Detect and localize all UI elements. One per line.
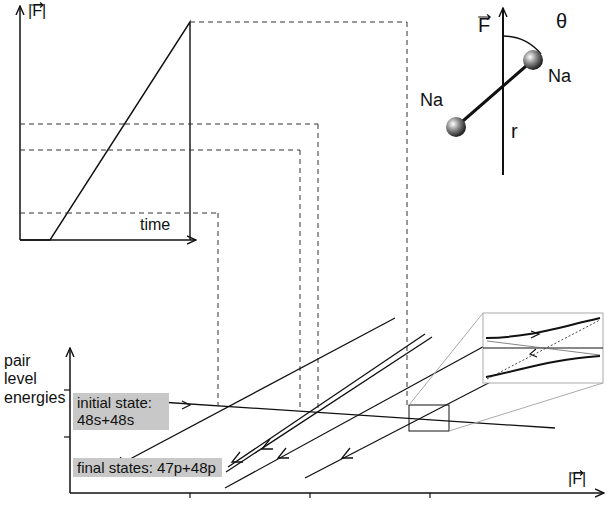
projection-lines [20,22,407,410]
angle-label: θ [556,10,567,33]
zoom-box [409,405,449,431]
na-atom [523,50,543,70]
molecular-axis [456,60,533,127]
field-ramp [20,22,190,240]
inset-box [483,313,603,383]
axis-label: time [140,216,170,234]
state-box: final states: 47p+48p [73,458,222,477]
na-atom [446,117,466,137]
zoom-leader [409,313,483,405]
axis-label: pair level energies [4,352,66,407]
energy-axis [69,348,71,493]
axis-label: |F| [568,470,586,488]
atom-label: Na [420,90,443,111]
distance-label: r [511,120,518,143]
inset-curves [483,318,603,379]
state-label: final states: 47p+48p [77,459,218,476]
vector-label: F [478,14,490,37]
state-box: initial state: 48s+48s [73,393,169,430]
state-label: initial state: 48s+48s [77,394,165,429]
field-vector [502,8,504,175]
axis-label: |F| [28,2,46,20]
y-axis [19,6,21,240]
field-axis [70,492,604,494]
zoom-leader [449,383,603,431]
atom-label: Na [548,66,571,87]
